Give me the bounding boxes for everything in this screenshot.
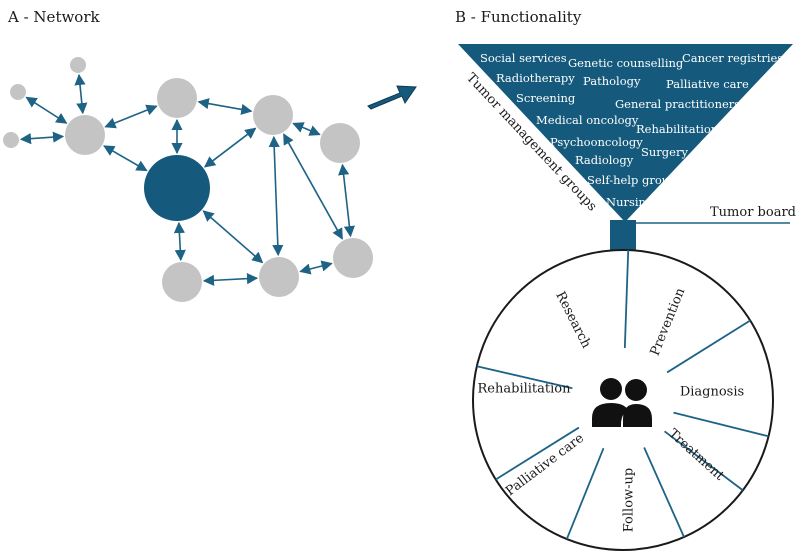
network-node-n5 — [157, 78, 197, 118]
panel-b-title: B - Functionality — [455, 8, 582, 26]
wheel-label-diagnosis: Diagnosis — [680, 385, 744, 400]
network-node-n6 — [253, 95, 293, 135]
funnel-item-surgery: Surgery — [641, 145, 688, 159]
funnel-item-screening: Screening — [516, 91, 576, 105]
wheel-label-rehabilitation: Rehabilitation — [478, 382, 572, 397]
network-edge-hub-n9 — [202, 210, 264, 264]
network-edge-n5-n6 — [197, 98, 253, 115]
funnel-item-palliative-care: Palliative care — [666, 77, 749, 91]
funnel-item-psychooncology: Psychooncology — [550, 135, 643, 149]
network-node-n10 — [333, 238, 373, 278]
funnel-item-pathology: Pathology — [583, 74, 641, 88]
funnel-item-rehabilitation: Rehabilitation — [636, 122, 719, 136]
network-nodes — [3, 57, 373, 302]
network-edge-n6-hub — [203, 127, 257, 168]
funnel — [458, 44, 793, 254]
funnel-item-general-practitioners: General practitioners — [615, 97, 740, 111]
network-node-n2 — [10, 84, 26, 100]
wheel-spoke — [495, 426, 580, 481]
network-node-n8 — [162, 262, 202, 302]
network-edge-n1-n4 — [74, 73, 88, 115]
network-node-hub — [144, 155, 210, 221]
wheel-spoke — [673, 411, 769, 438]
network-node-n9 — [259, 257, 299, 297]
wheel-spoke — [623, 250, 630, 349]
funnel-item-cancer-registries: Cancer registries — [682, 51, 783, 65]
network-edge-hub-n8 — [173, 221, 186, 262]
funnel-item-social-services: Social services — [480, 51, 567, 65]
network-edges — [19, 73, 355, 286]
wheel-spoke — [476, 365, 573, 390]
network-edge-n7-n10 — [338, 163, 355, 238]
funnel-shape — [458, 44, 793, 222]
network-node-n3 — [3, 132, 19, 148]
funnel-item-medical-oncology: Medical oncology — [536, 113, 639, 127]
network-edge-n2-n4 — [25, 96, 68, 124]
network-node-n1 — [70, 57, 86, 73]
network-edge-n6-n9 — [268, 135, 284, 257]
wheel-spoke — [643, 447, 685, 538]
people-icon — [592, 378, 652, 427]
network-edge-n4-n5 — [104, 104, 158, 129]
network-node-n7 — [320, 123, 360, 163]
network-edge-n6-n7 — [292, 122, 321, 136]
wheel-spoke — [565, 447, 605, 540]
network-edge-n4-hub — [103, 145, 148, 172]
wheel-circle — [472, 249, 774, 551]
wheel-label-follow-up: Follow-up — [622, 468, 637, 533]
wheel-spoke — [663, 430, 744, 491]
network-edge-n3-n4 — [19, 131, 65, 145]
funnel-item-nursing: Nursing — [606, 195, 654, 209]
wheel-spokes — [476, 250, 769, 540]
network-node-n4 — [65, 115, 105, 155]
funnel-item-radiotherapy: Radiotherapy — [496, 71, 575, 85]
network-edge-n9-n10 — [299, 260, 333, 275]
funnel-stem — [610, 220, 636, 254]
network-edge-n8-n9 — [202, 273, 259, 286]
wheel-spoke — [666, 319, 751, 374]
right-arrow-icon — [367, 85, 417, 110]
network-edge-n6-n10 — [283, 133, 343, 240]
funnel-item-radiology: Radiology — [575, 153, 634, 167]
funnel-item-genetic-counselling: Genetic counselling — [568, 56, 684, 70]
funnel-item-self-help-group: Self-help group — [587, 173, 677, 187]
tumor-board-label: Tumor board — [710, 205, 796, 220]
panel-a-title: A - Network — [7, 8, 101, 26]
